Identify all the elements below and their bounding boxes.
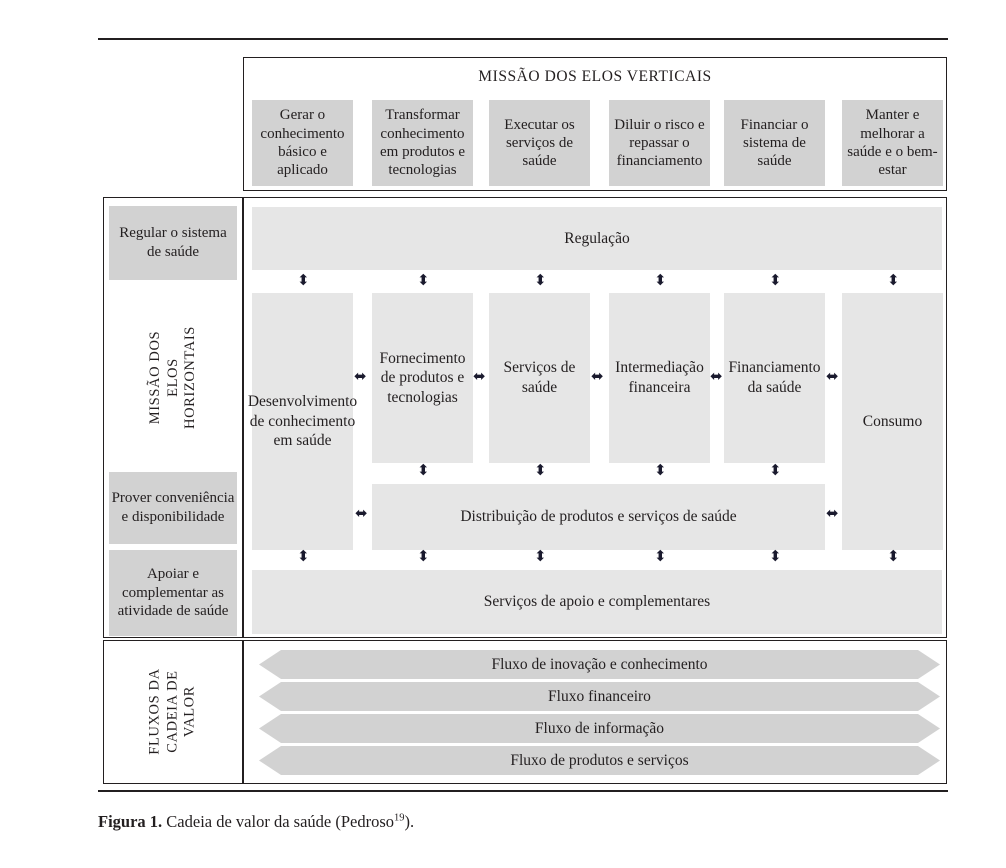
arrow-vertical-icon: ⬍: [769, 549, 782, 565]
flow-arrow-4: Fluxo de produtos e serviços: [259, 746, 940, 775]
arrow-horizontal-icon: ⬌: [355, 506, 368, 522]
value-chain-diagram: MISSÃO DOS ELOS VERTICAIS Gerar o conhec…: [103, 57, 948, 784]
arrow-vertical-icon: ⬍: [534, 549, 547, 565]
figure-caption-label: Figura 1.: [98, 812, 163, 831]
flow-arrow-2: Fluxo financeiro: [259, 682, 940, 711]
figure-caption-ref: 19: [394, 812, 405, 824]
band-divider: [242, 198, 244, 637]
figure-caption-tail: ).: [404, 812, 415, 831]
figure-caption: Figura 1. Cadeia de valor da saúde (Pedr…: [98, 812, 938, 832]
vertical-mission-panel: MISSÃO DOS ELOS VERTICAIS Gerar o conhec…: [243, 57, 947, 191]
flow-row-2: Fluxo financeiro: [244, 682, 946, 711]
arrow-vertical-icon: ⬍: [534, 273, 547, 289]
arrow-vertical-icon: ⬍: [297, 549, 310, 565]
horizontal-mission-label-2: Prover conveniência e disponibilidade: [109, 472, 237, 544]
chain-box-link-6: Consumo: [842, 293, 943, 550]
arrow-vertical-icon: ⬍: [654, 463, 667, 479]
vertical-mission-cell-2: Transformar conhecimento em produtos e t…: [372, 100, 473, 186]
flow-arrow-1: Fluxo de inovação e conhecimento: [259, 650, 940, 679]
horizontal-mission-label-1: Regular o sistema de saúde: [109, 206, 237, 280]
arrow-vertical-icon: ⬍: [887, 549, 900, 565]
vertical-mission-cell-5: Financiar o sistema de saúde: [724, 100, 825, 186]
flow-row-1: Fluxo de inovação e conhecimento: [244, 650, 946, 679]
arrow-vertical-icon: ⬍: [654, 273, 667, 289]
arrow-horizontal-icon: ⬌: [473, 369, 486, 385]
arrow-vertical-icon: ⬍: [654, 549, 667, 565]
chain-box-link-5: Financiamento da saúde: [724, 293, 825, 463]
vertical-mission-title: MISSÃO DOS ELOS VERTICAIS: [478, 68, 712, 85]
vertical-mission-cell-6: Manter e melhorar a saúde e o bem-estar: [842, 100, 943, 186]
page-rule-bottom: [98, 790, 948, 792]
arrow-vertical-icon: ⬍: [887, 273, 900, 289]
arrow-vertical-icon: ⬍: [417, 463, 430, 479]
vertical-mission-cell-4: Diluir o risco e repassar o financiament…: [609, 100, 710, 186]
flows-divider: [242, 641, 244, 783]
arrow-vertical-icon: ⬍: [769, 463, 782, 479]
horizontal-mission-label-3: Apoiar e complementar as atividade de sa…: [109, 550, 237, 636]
arrow-horizontal-icon: ⬌: [354, 369, 367, 385]
vertical-mission-cell-1: Gerar o conhecimento básico e aplicado: [252, 100, 353, 186]
chain-box-link-1: Desenvolvimento de conhecimento em saúde: [248, 293, 357, 550]
chain-area: Regulação ⬍ ⬍ ⬍ ⬍ ⬍ ⬍ Desenvolvimento de…: [244, 198, 946, 637]
arrow-vertical-icon: ⬍: [769, 273, 782, 289]
chain-box-distribution: Distribuição de produtos e serviços de s…: [372, 484, 825, 550]
chain-box-regulation: Regulação: [252, 207, 942, 270]
page-rule-top: [98, 38, 948, 40]
arrow-horizontal-icon: ⬌: [591, 369, 604, 385]
chain-box-support: Serviços de apoio e complementares: [252, 570, 942, 634]
arrow-horizontal-icon: ⬌: [826, 506, 839, 522]
figure-caption-text: Cadeia de valor da saúde (Pedroso: [162, 812, 395, 831]
arrow-vertical-icon: ⬍: [297, 273, 310, 289]
chain-box-link-4: Intermediação financeira: [609, 293, 710, 463]
flow-row-3: Fluxo de informação: [244, 714, 946, 743]
flow-arrow-3: Fluxo de informação: [259, 714, 940, 743]
chain-box-link-3: Serviços de saúde: [489, 293, 590, 463]
arrow-horizontal-icon: ⬌: [710, 369, 723, 385]
chain-box-link-2: Fornecimento de produtos e tecnologias: [372, 293, 473, 463]
vertical-mission-cell-3: Executar os serviços de saúde: [489, 100, 590, 186]
arrow-vertical-icon: ⬍: [417, 273, 430, 289]
arrow-vertical-icon: ⬍: [534, 463, 547, 479]
arrow-horizontal-icon: ⬌: [826, 369, 839, 385]
flow-row-4: Fluxo de produtos e serviços: [244, 746, 946, 775]
arrow-vertical-icon: ⬍: [417, 549, 430, 565]
